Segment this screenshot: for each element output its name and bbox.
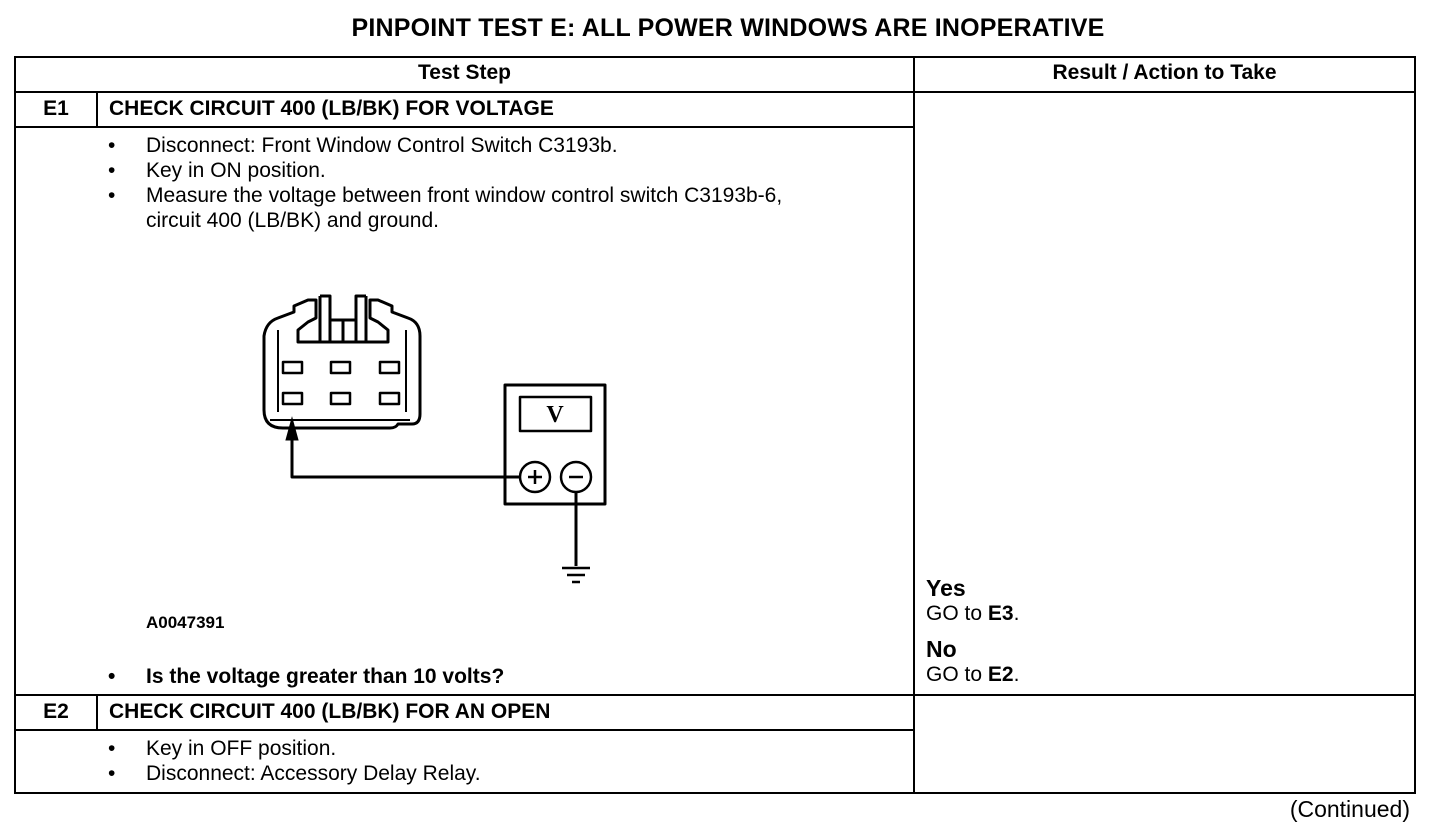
step-id-e1: E1 [43,97,69,120]
table-rule [14,126,915,128]
step-e1-question: Is the voltage greater than 10 volts? [108,664,828,689]
list-item: Key in OFF position. [108,736,828,761]
column-header-result: Result / Action to Take [1052,61,1277,84]
ground-symbol [562,566,590,584]
connector-pin-5 [329,391,352,406]
list-item: Measure the voltage between front window… [108,183,828,233]
test-probe-tip [285,416,299,441]
figure-id: A0047391 [146,613,225,632]
connector-pin-2 [329,360,352,375]
step-title-e1: CHECK CIRCUIT 400 (LB/BK) FOR VOLTAGE [109,97,554,120]
table-rule [14,694,1416,696]
connector-pin-1 [281,360,304,375]
list-item: Is the voltage greater than 10 volts? [108,664,828,689]
connector-pin-3 [378,360,401,375]
result-action: GO to E3. [926,602,1020,625]
voltmeter-body [503,383,607,506]
connector-lock-tabs [328,320,358,342]
result-no: No GO to E2. [926,637,1019,687]
connector-pin-4 [378,391,401,406]
table-rule [14,729,915,731]
step-e2-instructions: Key in OFF position. Disconnect: Accesso… [108,736,828,786]
result-label: No [926,636,957,662]
pinpoint-test-table [14,56,1416,794]
column-header-test-step: Test Step [418,61,511,84]
step-id-e2: E2 [43,700,69,723]
continued-note: (Continued) [1289,796,1410,822]
step-title-e2: CHECK CIRCUIT 400 (LB/BK) FOR AN OPEN [109,700,551,723]
table-rule [96,694,98,731]
connector-pin-6 [281,391,304,406]
list-item: Disconnect: Accessory Delay Relay. [108,761,828,786]
result-yes: Yes GO to E3. [926,576,1019,626]
table-rule [14,91,1416,93]
result-action: GO to E2. [926,663,1020,686]
connector-c3193b-outline [262,298,422,430]
list-item: Disconnect: Front Window Control Switch … [108,133,828,158]
voltmeter-symbol: V [546,402,564,428]
table-rule [96,91,98,128]
voltmeter-display [518,395,593,433]
step-e1-instructions: Disconnect: Front Window Control Switch … [108,133,828,233]
positive-test-lead [290,438,520,479]
step-link-e2[interactable]: E2 [987,663,1014,686]
list-item: Key in ON position. [108,158,828,183]
result-label: Yes [926,575,966,601]
table-rule [913,56,915,794]
page-title: PINPOINT TEST E: ALL POWER WINDOWS ARE I… [351,14,1105,42]
step-link-e3[interactable]: E3 [987,602,1014,625]
